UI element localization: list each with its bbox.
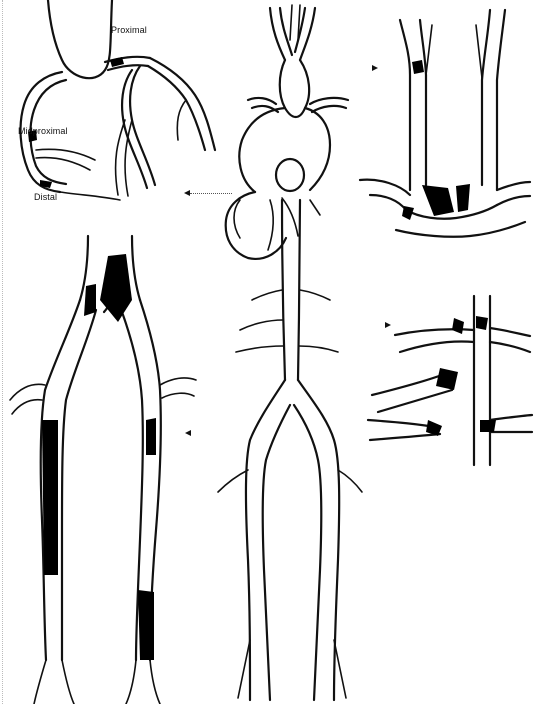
right-aorta-wall: [132, 236, 140, 300]
plaque-right-femoral: [146, 418, 156, 455]
right-anterior-tibial: [126, 660, 136, 704]
femoral-arrow: [185, 430, 191, 436]
left-femoral-inner: [62, 310, 96, 660]
plaque-left-femoral: [42, 420, 58, 575]
left-posterior-tibial: [62, 660, 74, 704]
left-anterior-tibial: [34, 660, 46, 704]
left-profunda-femoris: [10, 384, 45, 400]
plaque-right-popliteal: [138, 590, 154, 660]
left-profunda-inner: [12, 400, 42, 414]
right-posterior-tibial: [150, 660, 160, 704]
plaque-left-iliac: [84, 284, 96, 316]
right-profunda-inner: [162, 393, 194, 398]
right-profunda-femoris: [160, 378, 196, 385]
